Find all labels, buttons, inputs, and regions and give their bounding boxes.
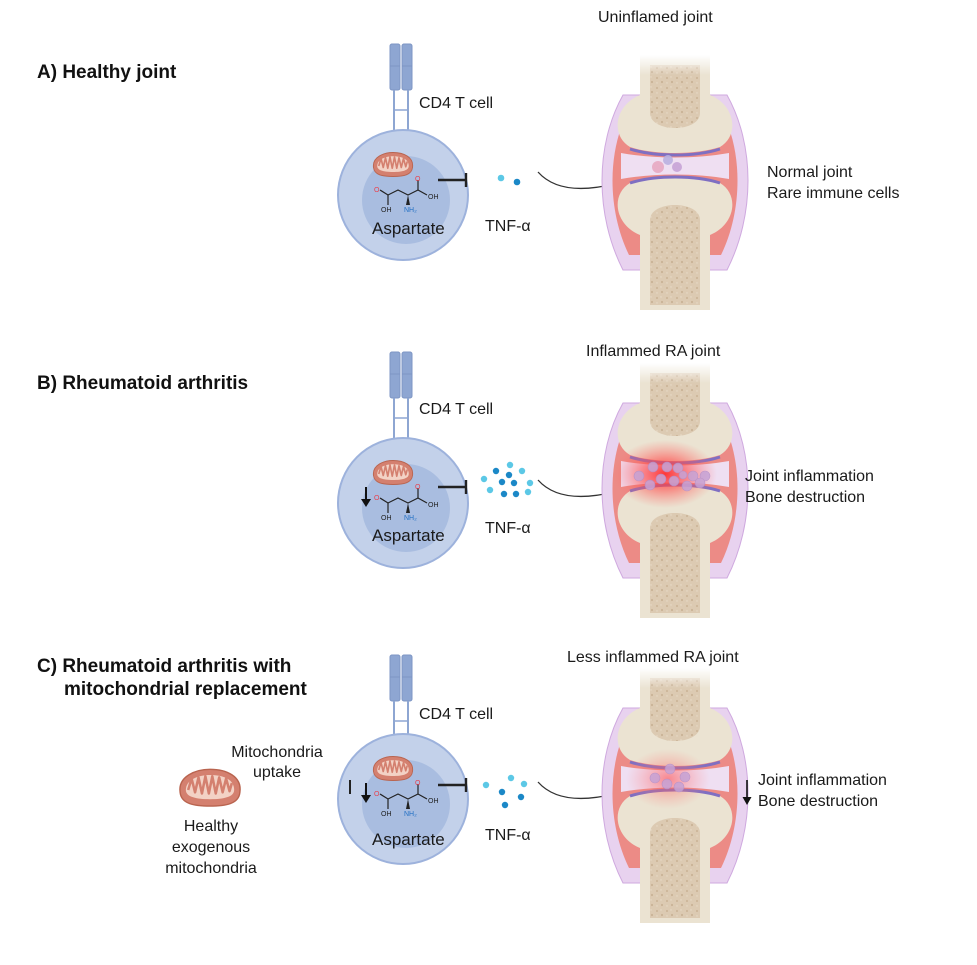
cytokine-label: TNF-α — [485, 218, 531, 235]
decrease-arrow-icon — [742, 780, 752, 805]
cd4-t-cell-icon — [337, 733, 469, 865]
joint-note-1: Normal joint — [767, 164, 853, 181]
tcr-receptor-icon — [389, 351, 413, 440]
panel-c-title-line-2: mitochondrial replacement — [64, 679, 307, 700]
panel-c-title-line-1: C) Rheumatoid arthritis with — [37, 656, 292, 677]
cell-label: CD4 T cell — [419, 95, 494, 112]
svg-text:OH: OH — [381, 515, 392, 522]
tcr-receptor-icon — [389, 654, 413, 743]
svg-text:OH: OH — [381, 207, 392, 214]
joint-title: Inflammed RA joint — [586, 343, 721, 360]
joint-note-2: Rare immune cells — [767, 185, 900, 202]
tcr-receptor-icon — [389, 43, 413, 132]
svg-text:O: O — [415, 484, 421, 491]
aspartate-molecule-icon: O O OH OH NH₂ — [374, 484, 439, 522]
exogenous-label-1: Healthy — [183, 818, 239, 835]
svg-text:NH₂: NH₂ — [404, 515, 417, 522]
svg-text:OH: OH — [428, 502, 439, 509]
mitochondrion-icon — [372, 755, 414, 782]
svg-text:OH: OH — [381, 811, 392, 818]
cd4-t-cell-icon — [337, 129, 469, 261]
uptake-label-2: uptake — [252, 764, 302, 781]
decrease-arrow-icon — [361, 487, 371, 507]
inhibition-arrow-icon — [438, 778, 468, 792]
inhibition-arrow-icon — [438, 173, 468, 187]
svg-text:O: O — [374, 187, 380, 194]
svg-text:OH: OH — [428, 798, 439, 805]
inhibition-arrow-icon — [438, 480, 468, 494]
metabolite-label: Aspartate — [372, 830, 445, 849]
cd4-t-cell-icon — [337, 437, 469, 569]
svg-text:O: O — [415, 176, 421, 183]
tnf-molecules-icon — [480, 461, 534, 498]
joint-note-1: Joint inflammation — [745, 468, 874, 485]
svg-text:NH₂: NH₂ — [404, 811, 417, 818]
panel-b-title: B) Rheumatoid arthritis — [37, 373, 249, 394]
joint-title: Uninflamed joint — [598, 9, 713, 26]
aspartate-molecule-icon: O O OH OH NH₂ — [374, 176, 439, 214]
metabolite-label: Aspartate — [372, 526, 445, 545]
aspartate-molecule-icon: O O OH OH NH₂ — [374, 780, 439, 818]
joint-illustration — [595, 55, 755, 310]
joint-note-2: Bone destruction — [758, 793, 879, 810]
cell-label: CD4 T cell — [419, 401, 494, 418]
panel-a-title: A) Healthy joint — [37, 62, 177, 83]
exogenous-label-2: exogenous — [171, 839, 251, 856]
exogenous-label-3: mitochondria — [165, 860, 257, 877]
joint-illustration — [595, 363, 755, 618]
svg-text:O: O — [415, 780, 421, 787]
svg-text:O: O — [374, 495, 380, 502]
decrease-arrow-icon — [361, 783, 371, 803]
svg-text:OH: OH — [428, 194, 439, 201]
uptake-inhibition-arrow-icon — [250, 780, 351, 794]
uptake-label-1: Mitochondria — [231, 744, 323, 761]
cell-label: CD4 T cell — [419, 706, 494, 723]
joint-illustration — [595, 668, 755, 923]
tnf-molecules-icon — [497, 174, 521, 186]
tnf-molecules-icon — [482, 774, 528, 809]
joint-note-1: Joint inflammation — [758, 772, 887, 789]
joint-title: Less inflammed RA joint — [567, 649, 739, 666]
joint-note-2: Bone destruction — [745, 489, 866, 506]
mitochondrion-icon — [372, 459, 414, 486]
cytokine-label: TNF-α — [485, 520, 531, 537]
svg-text:NH₂: NH₂ — [404, 207, 417, 214]
mitochondrion-icon — [372, 151, 414, 178]
cytokine-label: TNF-α — [485, 827, 531, 844]
svg-text:O: O — [374, 791, 380, 798]
metabolite-label: Aspartate — [372, 219, 445, 238]
